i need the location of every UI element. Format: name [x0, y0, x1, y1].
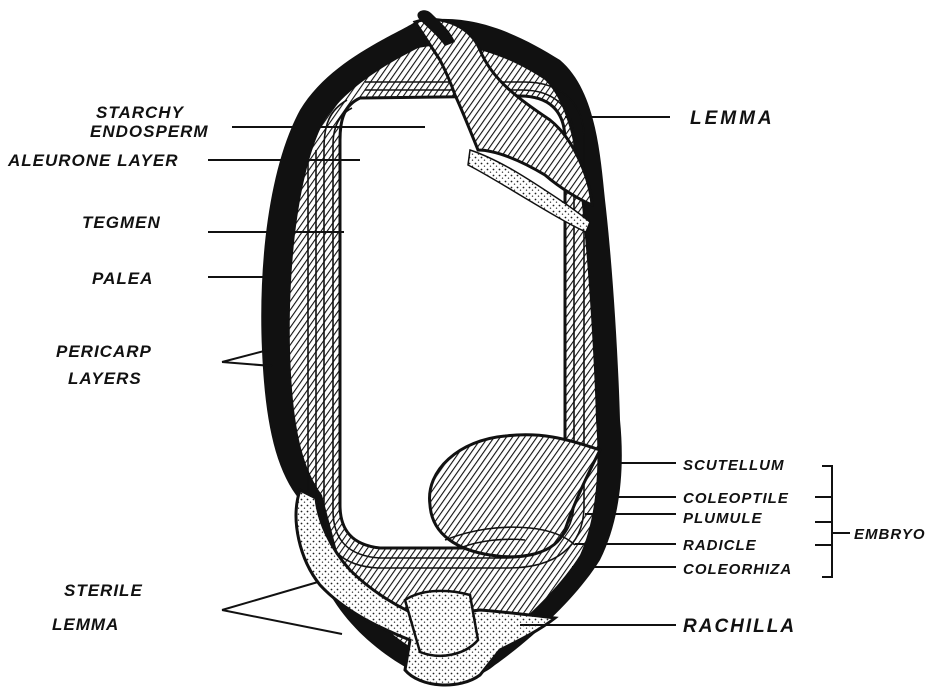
- label-embryo: EMBRYO: [854, 526, 926, 543]
- label-coleoptile: COLEOPTILE: [683, 490, 789, 507]
- leader-sterile-lemma-2: [222, 610, 342, 634]
- label-rachilla: RACHILLA: [683, 616, 796, 637]
- label-sterile: STERILE: [64, 581, 143, 600]
- label-plumule: PLUMULE: [683, 510, 763, 527]
- label-palea: PALEA: [92, 269, 153, 288]
- label-scutellum: SCUTELLUM: [683, 457, 785, 474]
- label-radicle: RADICLE: [683, 537, 757, 554]
- label-coleorhiza: COLEORHIZA: [683, 561, 792, 578]
- leader-pericarp-1: [222, 350, 268, 362]
- leader-sterile-lemma-1: [222, 582, 318, 610]
- label-aleurone-layer: ALEURONE LAYER: [7, 151, 178, 170]
- label-starchy: STARCHY: [96, 103, 185, 122]
- label-endosperm: ENDOSPERM: [90, 122, 209, 141]
- label-lemma: LEMMA: [690, 108, 775, 129]
- label-pericarp: PERICARP: [56, 342, 152, 361]
- label-lemma-lower: LEMMA: [52, 615, 119, 634]
- label-layers: LAYERS: [68, 369, 142, 388]
- embryo-bracket: [815, 466, 850, 577]
- label-tegmen: TEGMEN: [82, 213, 161, 232]
